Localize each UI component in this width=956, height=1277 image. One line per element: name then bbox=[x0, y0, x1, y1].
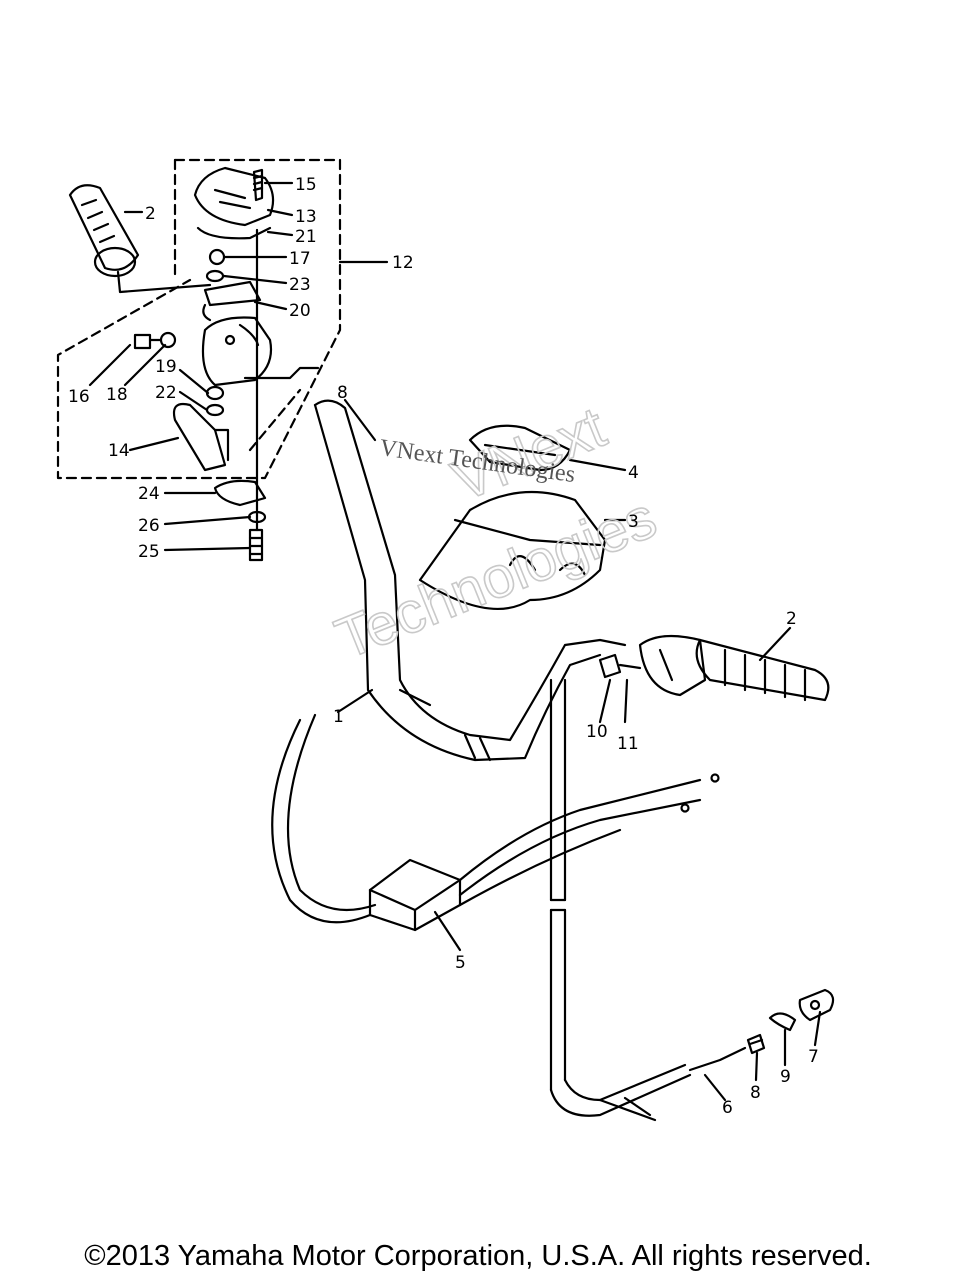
leader-5 bbox=[433, 910, 462, 952]
label-11: 11 bbox=[617, 734, 639, 754]
leader-6 bbox=[703, 1073, 727, 1102]
handlebar bbox=[313, 399, 627, 762]
label-19: 19 bbox=[155, 357, 177, 377]
label-1: 1 bbox=[333, 707, 344, 727]
label-8-bottom: 8 bbox=[750, 1083, 761, 1103]
leader-8b bbox=[754, 1051, 759, 1082]
label-20: 20 bbox=[289, 301, 311, 321]
label-6: 6 bbox=[722, 1098, 733, 1118]
label-23: 23 bbox=[289, 275, 311, 295]
leader-7 bbox=[813, 1010, 822, 1047]
leader-10 bbox=[598, 678, 612, 724]
leader-21 bbox=[266, 230, 294, 237]
switch-unit-5 bbox=[368, 778, 702, 932]
clamp-24 bbox=[213, 479, 267, 507]
nut-17 bbox=[208, 248, 226, 266]
leader-25 bbox=[163, 546, 252, 552]
lever-14 bbox=[172, 402, 230, 472]
label-14: 14 bbox=[108, 441, 130, 461]
label-17: 17 bbox=[289, 249, 311, 269]
label-2-left: 2 bbox=[145, 204, 156, 224]
cable-end-upper bbox=[710, 773, 720, 783]
assembly-box-lower-dash bbox=[248, 388, 302, 452]
leader-26 bbox=[163, 515, 252, 526]
throttle-housing bbox=[638, 634, 707, 697]
left-grip bbox=[68, 184, 212, 294]
label-25: 25 bbox=[138, 542, 160, 562]
label-18: 18 bbox=[106, 385, 128, 405]
part-9 bbox=[768, 1012, 797, 1032]
leader-19 bbox=[178, 368, 210, 395]
label-12: 12 bbox=[392, 253, 414, 273]
copyright-notice: ©2013 Yamaha Motor Corporation, U.S.A. A… bbox=[84, 1240, 872, 1272]
washer-22 bbox=[205, 403, 225, 417]
bracket-20 bbox=[202, 280, 262, 322]
nut-18 bbox=[159, 331, 177, 349]
label-16: 16 bbox=[68, 387, 90, 407]
part-labels: 2 15 13 21 12 17 23 20 16 18 19 22 14 24… bbox=[68, 175, 819, 1118]
headlight-cover bbox=[418, 490, 607, 610]
label-5: 5 bbox=[455, 953, 466, 973]
leader-18 bbox=[123, 343, 167, 387]
leader-4 bbox=[568, 458, 627, 472]
part-7 bbox=[798, 988, 835, 1022]
leader-22 bbox=[178, 390, 209, 412]
leader-14 bbox=[128, 436, 180, 452]
cable-left bbox=[271, 713, 377, 924]
label-2-right: 2 bbox=[786, 609, 797, 629]
spring-8 bbox=[746, 1033, 766, 1055]
label-10: 10 bbox=[586, 722, 608, 742]
cable-end-lower bbox=[680, 803, 690, 813]
label-7: 7 bbox=[808, 1047, 819, 1067]
screw-15 bbox=[252, 168, 264, 202]
label-26: 26 bbox=[138, 516, 160, 536]
leader-16 bbox=[88, 343, 132, 387]
leader-2b bbox=[758, 626, 792, 662]
right-grip bbox=[695, 638, 830, 702]
label-22: 22 bbox=[155, 383, 177, 403]
gasket-4 bbox=[468, 424, 572, 472]
label-24: 24 bbox=[138, 484, 160, 504]
leader-23 bbox=[222, 274, 288, 285]
watermark: VNext Technologies VNext Technologies bbox=[326, 394, 666, 673]
leader-20 bbox=[253, 300, 288, 311]
switch-cover bbox=[193, 166, 275, 240]
switch-housing bbox=[201, 316, 320, 387]
bolt-25 bbox=[248, 528, 264, 562]
assembly-box-outline bbox=[56, 158, 342, 480]
cable-8 bbox=[343, 398, 377, 442]
label-3: 3 bbox=[628, 512, 639, 532]
leader-11 bbox=[623, 678, 629, 724]
label-13: 13 bbox=[295, 207, 317, 227]
part-19 bbox=[205, 385, 225, 401]
label-21: 21 bbox=[295, 227, 317, 247]
cable-11 bbox=[618, 663, 642, 670]
adjuster-10 bbox=[598, 653, 622, 679]
label-15: 15 bbox=[295, 175, 317, 195]
leader-1 bbox=[336, 688, 374, 714]
label-4: 4 bbox=[628, 463, 639, 483]
screw-16 bbox=[133, 333, 162, 350]
washer-23 bbox=[205, 269, 225, 283]
throttle-cable bbox=[549, 678, 747, 1122]
label-8-top: 8 bbox=[337, 383, 348, 403]
label-9: 9 bbox=[780, 1067, 791, 1087]
leader-13 bbox=[266, 208, 294, 217]
